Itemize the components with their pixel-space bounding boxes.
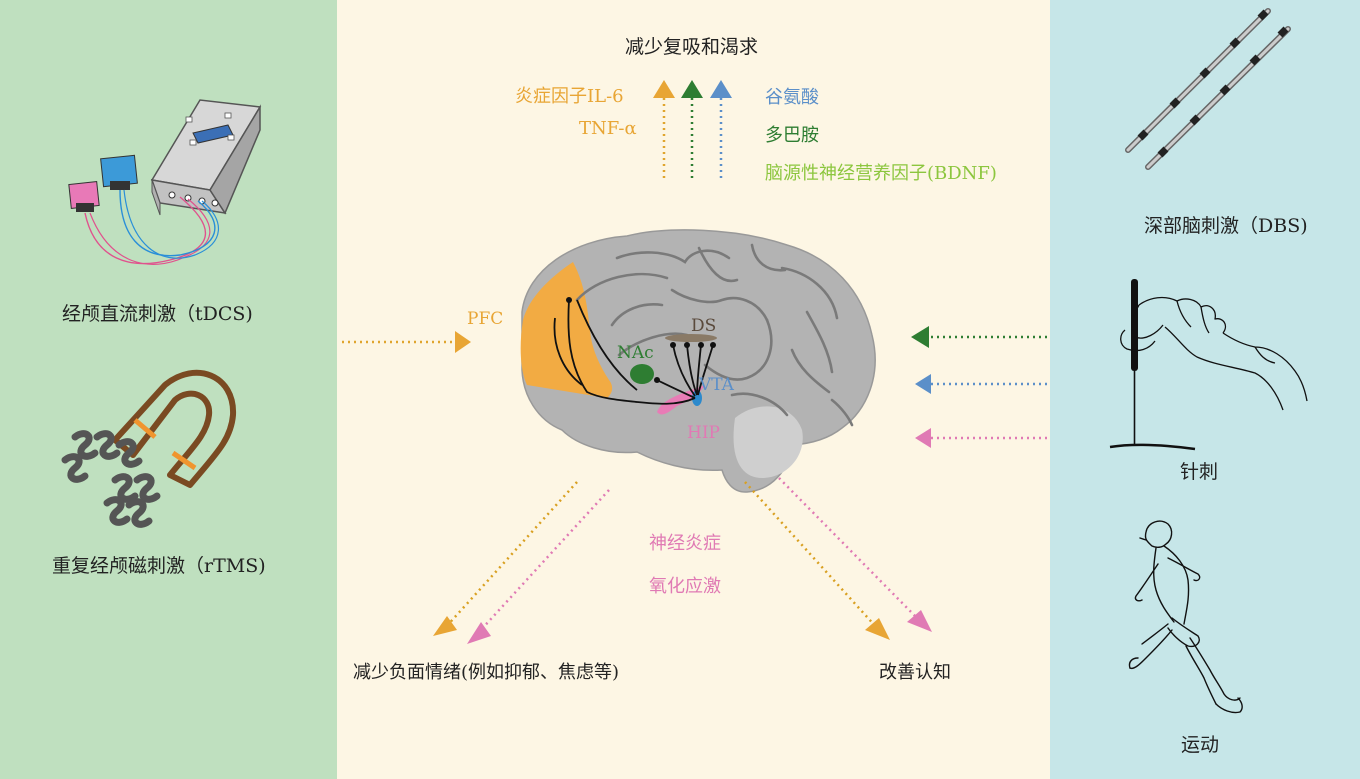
inflammatory-factor-il6: 炎症因子IL-6 xyxy=(515,86,624,107)
center-diagram xyxy=(342,80,1047,644)
runner-icon xyxy=(1128,520,1243,714)
tdcs-device-icon xyxy=(68,99,262,265)
coil-magnet-icon xyxy=(61,369,237,528)
ds-label: DS xyxy=(691,316,717,336)
hip-label: HIP xyxy=(687,423,720,443)
rtms-label: 重复经颅磁刺激（rTMS) xyxy=(52,555,266,577)
right-panel: 深部脑刺激（DBS) 针刺 xyxy=(1050,0,1360,779)
center-panel: 减少复吸和渴求 炎症因子IL-6 TNF-α 谷氨酸 多巴胺 脑源性神经营养因子… xyxy=(337,0,1050,779)
cognition-label: 改善认知 xyxy=(879,662,951,683)
needle-hand-icon xyxy=(1109,279,1308,451)
pfc-label: PFC xyxy=(467,309,504,329)
nac-label: NAc xyxy=(617,343,654,363)
tdcs-arrow xyxy=(342,331,471,353)
neuroinflammation-label: 神经炎症 xyxy=(649,533,721,554)
vta-label: VTA xyxy=(699,375,734,395)
tdcs-label: 经颅直流刺激（tDCS) xyxy=(62,303,253,325)
top-title: 减少复吸和渴求 xyxy=(625,36,759,58)
acupuncture-label: 针刺 xyxy=(1180,461,1219,483)
brain-icon xyxy=(520,229,876,493)
left-panel: 经颅直流刺激（tDCS) 重复经颅磁刺激（rTMS) xyxy=(0,0,337,779)
oxidative-stress-label: 氧化应激 xyxy=(649,576,721,597)
inflammatory-factor-tnf: TNF-α xyxy=(579,118,637,139)
exercise-label: 运动 xyxy=(1181,734,1220,756)
electrode-leads-icon xyxy=(1125,8,1291,170)
right-arrows xyxy=(911,326,1047,448)
glutamate-label: 谷氨酸 xyxy=(765,87,819,108)
dopamine-label: 多巴胺 xyxy=(765,125,819,146)
bdnf-label: 脑源性神经营养因子(BDNF) xyxy=(765,163,997,184)
up-arrows xyxy=(653,80,732,178)
diagonal-arrows xyxy=(433,477,932,644)
negative-emotion-label: 减少负面情绪(例如抑郁、焦虑等) xyxy=(353,662,620,683)
dbs-label: 深部脑刺激（DBS) xyxy=(1144,215,1308,237)
